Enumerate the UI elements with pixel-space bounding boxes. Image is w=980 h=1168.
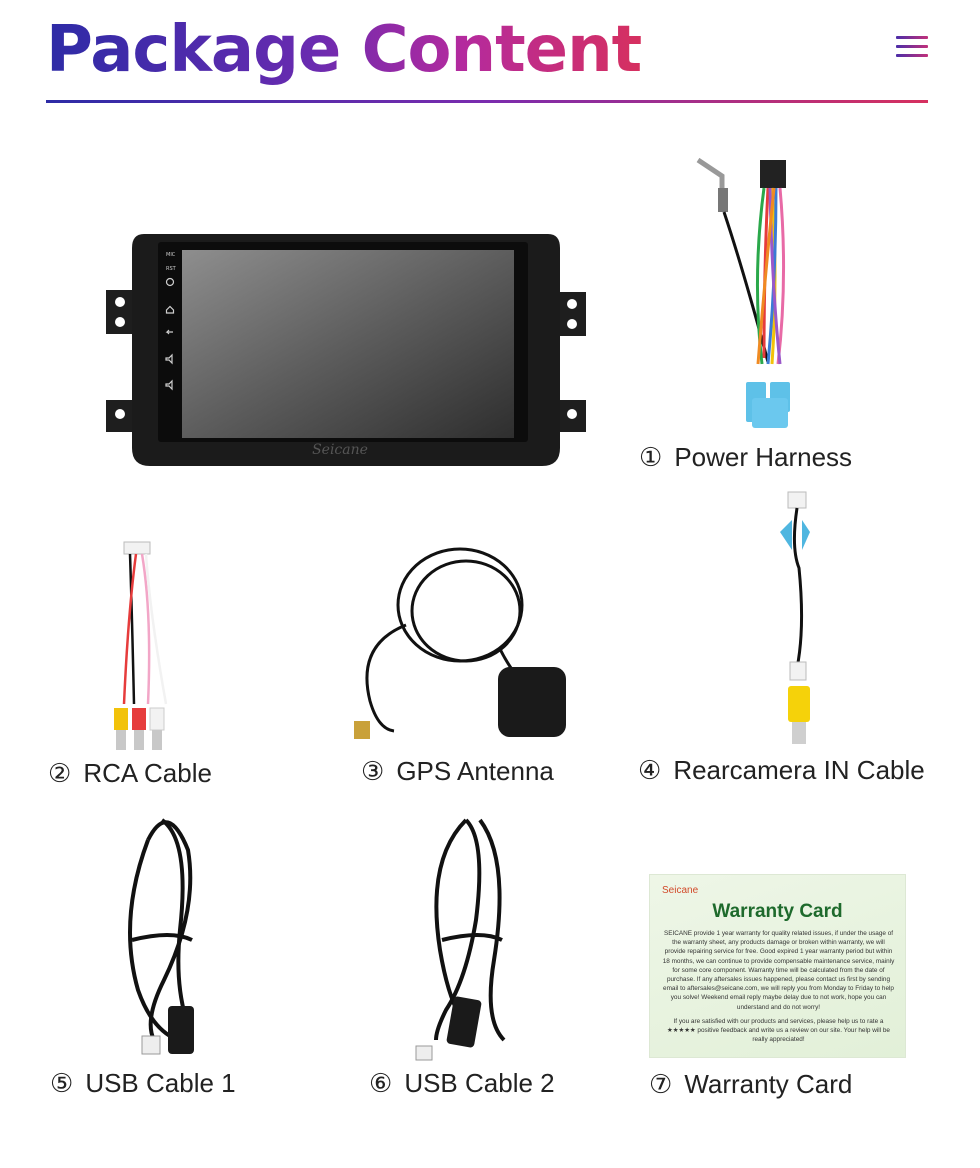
power-icon xyxy=(165,277,175,287)
menu-icon[interactable] xyxy=(896,36,928,60)
device-logo: Seicane xyxy=(312,442,368,458)
rearcamera-cable-image xyxy=(770,490,830,752)
warranty-card-title: Warranty Card xyxy=(712,901,843,922)
page-title: Package Content xyxy=(46,10,642,90)
volume-down-icon xyxy=(165,379,173,391)
warranty-card-brand: Seicane xyxy=(662,885,699,896)
volume-up-icon xyxy=(165,353,173,365)
warranty-card-image: Seicane Warranty Card SEICANE provide 1 … xyxy=(649,874,906,1058)
power-harness-image xyxy=(690,150,810,440)
car-stereo-image: MIC RST Seicane xyxy=(100,228,592,473)
header-divider xyxy=(46,100,928,103)
rca-cable-image xyxy=(100,540,180,756)
usb-cable-image xyxy=(410,810,520,1066)
usb-cable-image xyxy=(108,810,208,1066)
back-icon xyxy=(165,329,173,335)
rst-label: RST xyxy=(166,266,177,272)
gps-antenna-image xyxy=(350,545,570,745)
mic-label: MIC xyxy=(166,252,176,258)
warranty-card-feedback: If you are satisfied with our products a… xyxy=(667,1018,890,1044)
warranty-card-body: SEICANE provide 1 year warranty for qual… xyxy=(662,930,895,1011)
home-icon xyxy=(165,305,175,314)
